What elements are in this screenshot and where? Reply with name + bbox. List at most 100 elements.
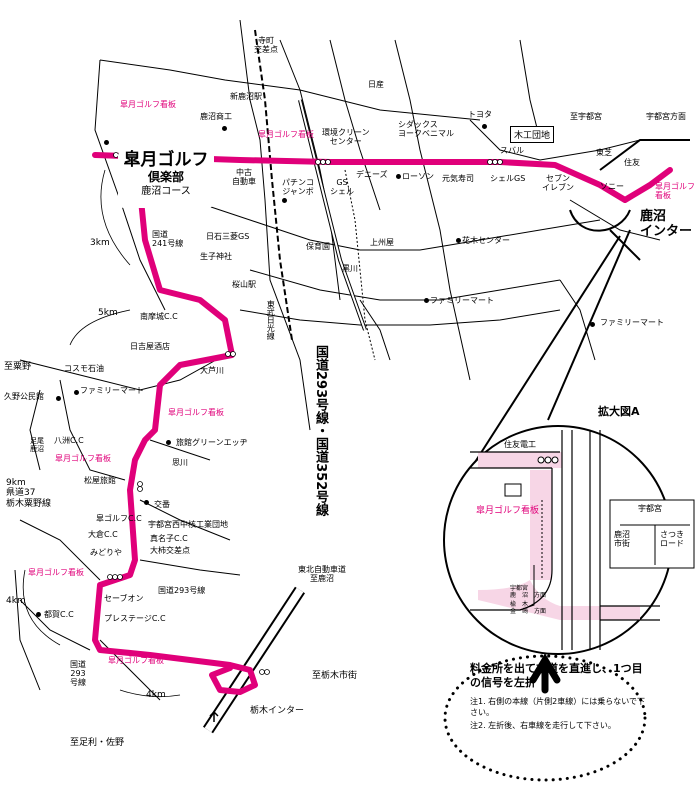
poi-dot (482, 124, 487, 129)
inset-sign: 皐月ゴルフ看板 (476, 506, 540, 516)
poi-dot (222, 126, 227, 131)
route (92, 152, 673, 695)
tochigi-ic-label: 栃木インター (250, 706, 305, 716)
tohoku-expressway: 東北自動車道 至鹿沼 (298, 565, 346, 584)
pref-road-37: 9km 県道37 栃木粟野線 (6, 478, 52, 509)
place-kuno: 久野公民館 (4, 392, 44, 401)
place-dennys: デニーズ (356, 170, 388, 179)
place-sony: ソニー (600, 182, 624, 191)
note-1: 注1. 右側の本線（片側2車線）には乗らないで下さい。 (470, 697, 646, 717)
poi-dot (74, 390, 79, 395)
place-toyota: トヨタ (468, 110, 492, 119)
place-fm-1: ファミリーマート (430, 296, 494, 305)
road-293-352: 国道293号線・国道352号線 (312, 345, 328, 517)
to-ashikaga: 至足利・佐野 (70, 738, 125, 748)
place-omoigawa: 思川 (172, 458, 188, 467)
place-satsuki-gc: 皐ゴルフC.C (96, 514, 142, 523)
sign-label-4: 皐月ゴルフ看板 (168, 408, 224, 417)
place-kaki: 花木センター (462, 236, 510, 245)
station-sakurayama: 桜山駅 (232, 280, 256, 289)
inset-sumitomo: 住友電工 (504, 440, 536, 449)
poi-dot (456, 238, 461, 243)
place-lawson: ローソン (402, 172, 434, 181)
sign-label-5: 皐月ゴルフ看板 (55, 454, 111, 463)
sign-label-2: 皐月ゴルフ看板 (258, 130, 314, 139)
expressway (202, 586, 306, 734)
road-293-south: 国道 293 号線 (70, 660, 86, 688)
poi-dot (590, 322, 595, 327)
place-kamitsu: 上州屋 (370, 238, 394, 247)
place-pachinko: パチンコ ジャンボ (282, 178, 314, 197)
inset-kanuma-shigai: 鹿沼 市街 (614, 530, 630, 549)
poi-dot (36, 612, 41, 617)
place-oashi: 大芦川 (200, 366, 224, 375)
road-241: 国道 241号線 (152, 230, 184, 249)
place-fm-2: ファミリーマート (600, 318, 664, 327)
inset-dir-1: 宇都宮 鹿 沼 方面 (510, 585, 547, 599)
ogaki-junction: 大柿交差点 (150, 546, 190, 555)
note-2: 注2. 左折後、右車線を走行して下さい。 (470, 721, 616, 730)
golf-title: 皐月ゴルフ 倶楽部 鹿沼コース (118, 150, 214, 208)
inset-content (470, 430, 695, 650)
place-matsuba: 松屋旅館 (84, 476, 116, 485)
place-kurokawa: 黒川 (342, 264, 358, 273)
golf-course: 鹿沼コース (141, 186, 191, 197)
station-shin-kanuma: 新鹿沼駅 (230, 92, 262, 101)
place-seven: セブン イレブン (542, 174, 574, 193)
kanuma-ic-label: 鹿沼 インター (640, 209, 693, 239)
distance-4km-a: 4km (6, 596, 26, 606)
poi-dot (424, 298, 429, 303)
inset-satsuki-road: さつき ロード (660, 530, 684, 549)
place-fm-3: ファミリーマート (80, 386, 144, 395)
place-chuko: 中古 自動車 (232, 168, 256, 187)
sign-label-3: 皐月ゴルフ看板 (655, 182, 695, 201)
place-daikyo: 大倉C.C (88, 530, 118, 539)
sign-label-6: 皐月ゴルフ看板 (28, 568, 84, 577)
place-shell-gs: シェルGS (490, 174, 526, 183)
place-mazako: 真名子C.C (150, 534, 188, 543)
sign-label-1: 皐月ゴルフ看板 (120, 100, 176, 109)
up-arrow (529, 653, 561, 694)
distance-4km-b: 4km (146, 690, 166, 700)
kanuma-ic (569, 139, 690, 261)
teramachi-junction: 寺町 交差点 (254, 36, 278, 55)
distance-5km: 5km (98, 308, 118, 318)
tobu-line: 東武日光線 (266, 300, 276, 340)
poi-dot (56, 396, 61, 401)
place-subaru: スバル (500, 146, 524, 155)
place-kankyo: 環境クリーン センター (322, 128, 370, 147)
utsunomiya-direction: 宇都宮方面 (646, 112, 686, 121)
place-toshiba: 東芝 (596, 148, 612, 157)
inset-dir-2: 楡 木 金 崎 方面 (510, 601, 547, 615)
place-kosumo: コスモ石油 (64, 364, 104, 373)
place-nissan: 日産 (368, 80, 384, 89)
distance-lines (22, 169, 181, 698)
place-utsu-chu: 宇都宮西中核工業団地 (148, 520, 228, 529)
place-hiyoshi: 日吉屋酒店 (130, 342, 170, 351)
distance-3km: 3km (90, 238, 110, 248)
to-awano: 至粟野 (4, 362, 32, 372)
place-saveon: セーブオン (104, 594, 144, 603)
place-midoriya: みどりや (90, 548, 122, 557)
place-gs-shell: GS シェル (330, 178, 354, 197)
river (344, 169, 376, 361)
railway (254, 29, 293, 341)
road-network (14, 19, 680, 701)
place-hoikuen: 保育園 (306, 242, 330, 251)
place-prestige: プレステージC.C (104, 614, 166, 623)
inset-utsu: 宇都宮 (638, 504, 662, 513)
place-kanuma-shoko: 鹿沼商工 (200, 112, 232, 121)
place-genki: 元気寿司 (442, 174, 474, 183)
place-shidax: シダックス ヨークベニマル (398, 120, 454, 139)
mokkou-danchi: 木工団地 (510, 126, 555, 143)
place-yashu: 八洲C.C (54, 436, 84, 445)
route-note: 料金所を出て左道を直進し、1つ目の信号を左折 注1. 右側の本線（片側2車線）に… (470, 662, 646, 731)
place-koban: 交番 (154, 500, 170, 509)
place-seko: 生子神社 (200, 252, 232, 261)
sign-label-7: 皐月ゴルフ看板 (108, 656, 164, 665)
poi-dot (144, 500, 149, 505)
place-nisseki: 日石三菱GS (206, 232, 250, 241)
to-utsunomiya: 至宇都宮 (570, 112, 602, 121)
to-tochigi-city: 至栃木市街 (312, 671, 358, 681)
poi-dot (282, 198, 287, 203)
